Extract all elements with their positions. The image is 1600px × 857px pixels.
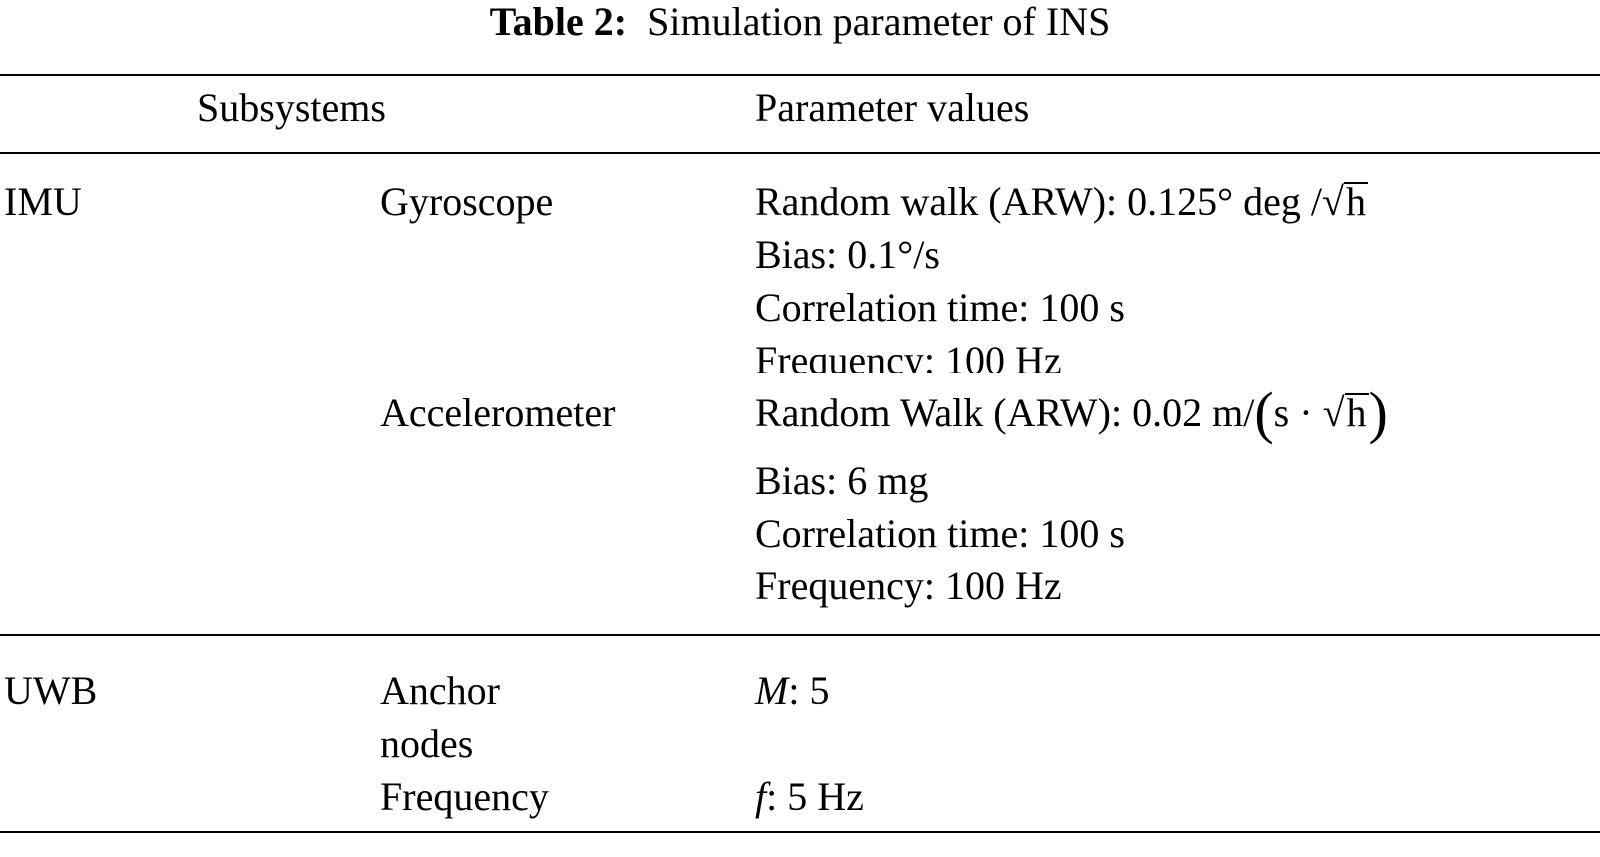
table-top-rule bbox=[0, 74, 1600, 76]
anchor-nodes-value: M: 5 bbox=[755, 667, 829, 715]
section-rule bbox=[0, 634, 1600, 636]
component-anchor-nodes: Anchor nodes bbox=[380, 664, 500, 770]
table-caption-text: Simulation parameter of INS bbox=[647, 0, 1111, 44]
header-parameter-values: Parameter values bbox=[755, 85, 1030, 130]
anchor-nodes-symbol: M bbox=[755, 668, 789, 713]
accelerometer-random-walk-radicand: h bbox=[1344, 390, 1369, 435]
anchor-nodes-label-line1: Anchor bbox=[380, 668, 500, 713]
component-gyroscope: Gyroscope bbox=[380, 179, 554, 224]
gyroscope-correlation-time: Correlation time: 100 s bbox=[755, 285, 1125, 330]
sqrt-symbol: √ bbox=[1322, 390, 1345, 435]
subsystem-imu: IMU bbox=[4, 179, 82, 224]
accelerometer-bias: Bias: 6 mg bbox=[755, 458, 929, 503]
left-paren: ( bbox=[1254, 380, 1274, 445]
subsystem-uwb: UWB bbox=[4, 668, 98, 713]
component-uwb-frequency: Frequency bbox=[380, 774, 549, 819]
gyroscope-random-walk: Random walk (ARW): 0.125° deg /√h bbox=[755, 178, 1368, 226]
uwb-frequency-number: : 5 Hz bbox=[766, 774, 864, 819]
accelerometer-frequency: Frequency: 100 Hz bbox=[755, 563, 1062, 608]
gyroscope-random-walk-text: Random walk (ARW): 0.125° deg / bbox=[755, 179, 1323, 224]
table-caption-label: Table 2: bbox=[489, 0, 628, 44]
table-bottom-rule bbox=[0, 831, 1600, 833]
gyroscope-frequency: Frequency: 100 Hz bbox=[755, 338, 1062, 373]
table-caption: Table 2: Simulation parameter of INS bbox=[0, 0, 1600, 44]
anchor-nodes-label-line2: nodes bbox=[380, 721, 474, 766]
gyroscope-random-walk-radicand: h bbox=[1343, 179, 1368, 224]
accelerometer-random-walk-text: Random Walk (ARW): 0.02 m/ bbox=[755, 390, 1255, 435]
accelerometer-random-walk-inner: s · bbox=[1273, 390, 1323, 435]
component-accelerometer: Accelerometer bbox=[380, 390, 616, 435]
uwb-frequency-value: f: 5 Hz bbox=[755, 773, 864, 821]
header-rule bbox=[0, 152, 1600, 154]
header-subsystems: Subsystems bbox=[197, 85, 386, 130]
uwb-frequency-symbol: f bbox=[755, 774, 767, 819]
gyroscope-bias: Bias: 0.1°/s bbox=[755, 232, 940, 277]
right-paren: ) bbox=[1368, 380, 1388, 445]
sqrt-symbol: √ bbox=[1322, 179, 1344, 224]
accelerometer-correlation-time: Correlation time: 100 s bbox=[755, 511, 1125, 556]
accelerometer-random-walk: Random Walk (ARW): 0.02 m/(s · √h) bbox=[755, 384, 1388, 442]
anchor-nodes-number: : 5 bbox=[788, 668, 830, 713]
